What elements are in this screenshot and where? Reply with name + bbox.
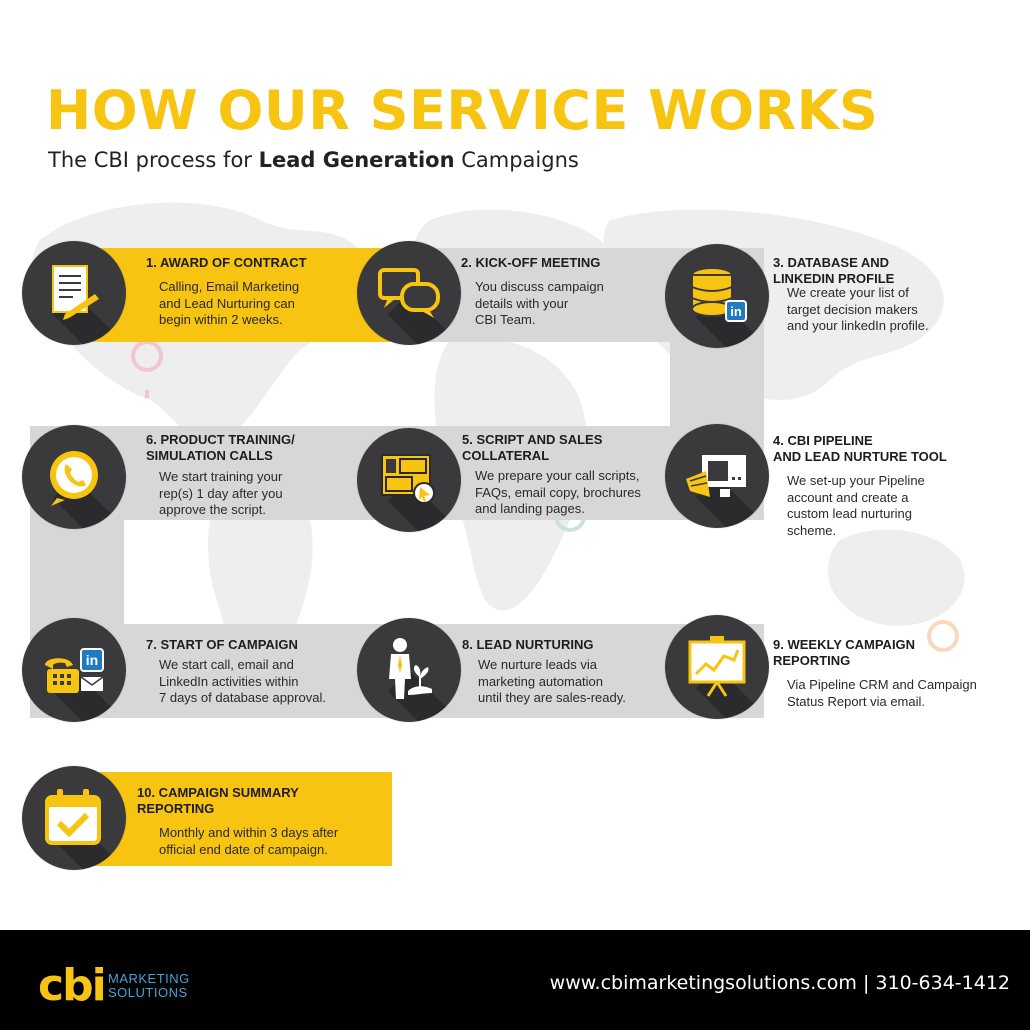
step-3-circle: in: [665, 244, 769, 348]
step-1-title: 1. AWARD OF CONTRACT: [146, 255, 307, 270]
svg-text:in: in: [86, 652, 98, 668]
pipeline-screen-icon: [686, 455, 746, 497]
database-linkedin-icon: in: [691, 267, 747, 322]
logo-text: MARKETING SOLUTIONS: [108, 971, 190, 1000]
step-6-description: We start training your rep(s) 1 day afte…: [159, 469, 283, 517]
step-6-title: 6. PRODUCT TRAINING/ SIMULATION CALLS: [146, 432, 295, 463]
svg-text:in: in: [730, 304, 742, 319]
step-1-description: Calling, Email Marketing and Lead Nurtur…: [159, 279, 300, 327]
telephone-linkedin-mail-icon: in: [45, 648, 104, 693]
chat-bubbles-icon: [378, 268, 440, 318]
logo-mark: cbi: [38, 960, 107, 1011]
step-8-title: 8. LEAD NURTURING: [462, 637, 594, 652]
step-3-description: We create your list of target decision m…: [787, 285, 929, 333]
step-4-circle: [665, 424, 769, 528]
step-10-title: 10. CAMPAIGN SUMMARY REPORTING: [137, 785, 299, 816]
calendar-check-icon: [45, 789, 101, 845]
step-8-description: We nurture leads via marketing automatio…: [478, 657, 626, 705]
step-9-description: Via Pipeline CRM and Campaign Status Rep…: [787, 677, 977, 709]
subtitle-prefix: The CBI process for: [48, 148, 259, 172]
phone-call-icon: [50, 451, 98, 506]
step-7-title: 7. START OF CAMPAIGN: [146, 637, 298, 652]
step-1-circle: [22, 241, 126, 345]
contract-pen-icon: [52, 265, 99, 320]
step-5-title: 5. SCRIPT AND SALES COLLATERAL: [462, 432, 603, 463]
step-7-description: We start call, email and LinkedIn activi…: [159, 657, 326, 705]
step-4-title: 4. CBI PIPELINE AND LEAD NURTURE TOOL: [773, 433, 947, 464]
page-subtitle: The CBI process for Lead Generation Camp…: [48, 148, 579, 172]
chart-board-icon: [688, 636, 746, 697]
step-8-circle: [357, 618, 461, 722]
step-3-title: 3. DATABASE AND LINKEDIN PROFILE: [773, 255, 895, 286]
step-7-circle: in: [22, 618, 126, 722]
step-9-title: 9. WEEKLY CAMPAIGN REPORTING: [773, 637, 916, 668]
subtitle-emphasis: Lead Generation: [258, 148, 455, 172]
step-2-title: 2. KICK-OFF MEETING: [461, 255, 601, 270]
footer-contact: www.cbimarketingsolutions.com | 310-634-…: [549, 972, 1010, 994]
footer-bar: cbi MARKETING SOLUTIONS www.cbimarketing…: [0, 930, 1030, 1030]
step-9-circle: [665, 615, 769, 719]
step-4-description: We set-up your Pipeline account and crea…: [787, 473, 925, 538]
step-6-circle: [22, 425, 126, 529]
subtitle-suffix: Campaigns: [454, 148, 579, 172]
person-plant-icon: [389, 638, 432, 699]
step-10-description: Monthly and within 3 days after official…: [159, 825, 339, 857]
step-2-circle: [357, 241, 461, 345]
layout-cursor-icon: [381, 454, 435, 504]
page-title: HOW OUR SERVICE WORKS: [46, 79, 879, 142]
step-5-circle: [357, 428, 461, 532]
step-2-description: You discuss campaign details with your C…: [475, 279, 604, 327]
step-10-circle: [22, 766, 126, 870]
step-5-description: We prepare your call scripts, FAQs, emai…: [475, 468, 641, 516]
